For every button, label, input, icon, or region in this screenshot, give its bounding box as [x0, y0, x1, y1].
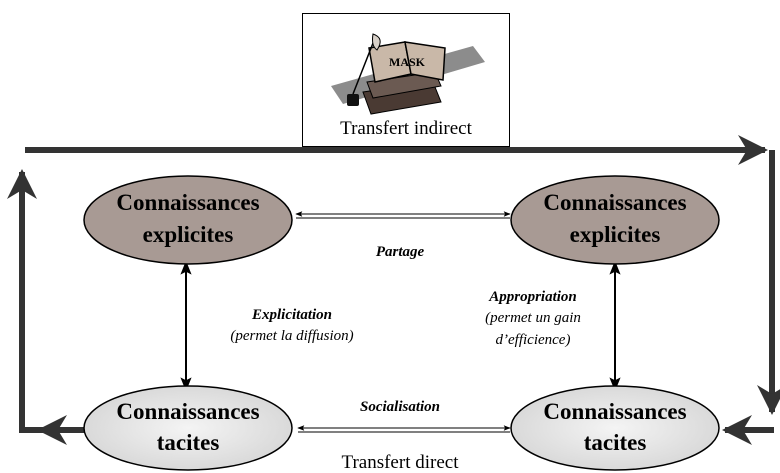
book-icon: MASK: [331, 33, 485, 115]
explicit-right-line1: Connaissances: [543, 190, 686, 215]
tacit-right-ellipse: [510, 385, 720, 471]
direct-transfer-caption: Transfert direct: [342, 452, 460, 473]
book-label: MASK: [389, 55, 426, 69]
node-tacit-left: Connaissances tacites: [83, 385, 293, 471]
quill-icon: [352, 37, 376, 95]
tacit-right-line2: tacites: [584, 430, 647, 455]
node-explicit-left: Connaissances explicites: [83, 175, 293, 265]
appropriation-note-2: d’efficience): [496, 332, 571, 348]
open-book-right-page: [404, 41, 446, 81]
explicitation-label: Explicitation: [251, 307, 332, 323]
indirect-transfer-box: MASK Transfert indirect: [302, 13, 510, 147]
indirect-transfer-caption: Transfert indirect: [340, 118, 472, 139]
tacit-left-line2: tacites: [157, 430, 220, 455]
explicitation-note: (permet la diffusion): [230, 328, 353, 344]
tacit-right-line1: Connaissances: [543, 399, 686, 424]
ink-bottle-icon: [347, 94, 359, 106]
tacit-left-line1: Connaissances: [116, 399, 259, 424]
tacit-left-ellipse: [83, 385, 293, 471]
outer-transfer-loop: [6, 135, 780, 445]
node-tacit-right: Connaissances tacites: [510, 385, 720, 471]
explicit-left-ellipse: [83, 175, 293, 265]
explicit-right-ellipse: [510, 175, 720, 265]
partage-label: Partage: [376, 244, 425, 260]
node-explicit-right: Connaissances explicites: [510, 175, 720, 265]
inner-connectors: [180, 211, 621, 433]
explicit-right-line2: explicites: [570, 222, 661, 247]
explicit-left-line1: Connaissances: [116, 190, 259, 215]
appropriation-label: Appropriation: [488, 289, 577, 305]
quill-feather: [372, 33, 381, 51]
explicit-left-line2: explicites: [143, 222, 234, 247]
socialisation-label: Socialisation: [360, 399, 440, 415]
appropriation-note-1: (permet un gain: [485, 310, 581, 326]
book-stack-middle: [366, 71, 442, 99]
